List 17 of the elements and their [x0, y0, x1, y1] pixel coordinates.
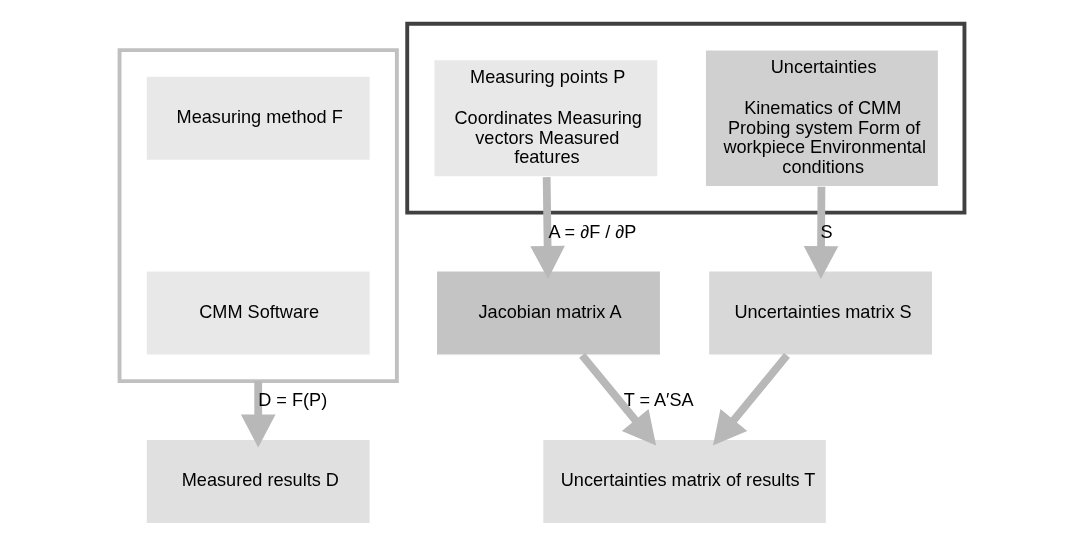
node-box: Uncertainties matrix S — [707, 270, 933, 356]
node-box: Jacobian matrix A — [435, 270, 661, 356]
arrow — [578, 352, 656, 446]
node-box: Uncertainties Kinematics of CMM Probing system Form of workpiece Environmental conditions — [704, 49, 939, 188]
edge-label: T = A′SA — [623, 389, 694, 410]
arrow — [529, 177, 565, 279]
cluster — [117, 48, 399, 384]
arrow — [803, 186, 838, 279]
arrow — [712, 352, 790, 446]
node-box: Uncertainties matrix of results T — [541, 438, 827, 525]
node-box: Measured results D — [144, 438, 371, 525]
edge-label: A = ∂F / ∂P — [547, 221, 636, 242]
node-box: Measuring points P Coordinates Measuring vectors Measured features — [432, 58, 659, 178]
arrow — [240, 381, 276, 448]
cluster — [404, 21, 966, 215]
edge-label: S — [820, 221, 833, 242]
edge-label: D = F(P) — [257, 389, 327, 410]
